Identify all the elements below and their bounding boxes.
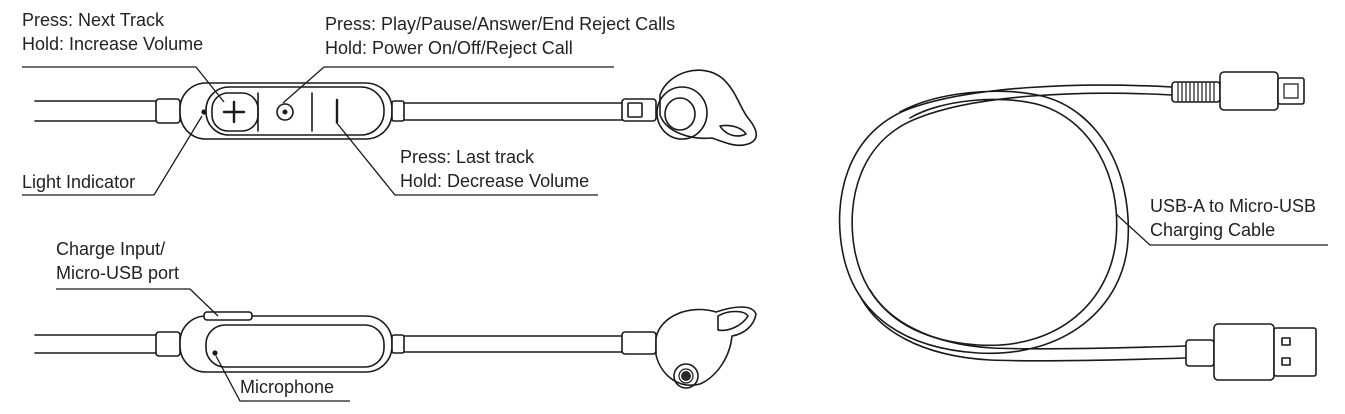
earbud-bottom xyxy=(655,306,757,389)
play-pause-label: Press: Play/Pause/Answer/End Reject Call… xyxy=(325,12,675,60)
remote-top-assembly xyxy=(34,69,758,147)
microphone-label: Microphone xyxy=(240,377,335,397)
plus-icon xyxy=(211,92,259,132)
light-indicator-label: Light Indicator xyxy=(22,172,136,192)
last-track-hold: Hold: Decrease Volume xyxy=(400,171,590,191)
earbud-top xyxy=(656,69,758,147)
usb-cable-label: USB-A to Micro-USB Charging Cable xyxy=(1150,194,1316,242)
micro-usb-connector xyxy=(1171,71,1305,111)
charge-input-line2: Micro-USB port xyxy=(56,263,180,283)
next-track-press: Press: Next Track xyxy=(22,10,165,30)
charge-input-line1: Charge Input/ xyxy=(56,239,166,259)
last-track-press: Press: Last track xyxy=(400,147,535,167)
next-track-hold: Hold: Increase Volume xyxy=(22,34,204,54)
usb-a-connector xyxy=(1185,323,1317,381)
usb-cable-line1: USB-A to Micro-USB xyxy=(1150,196,1317,216)
last-track-label: Press: Last track Hold: Decrease Volume xyxy=(400,145,589,193)
play-pause-press: Press: Play/Pause/Answer/End Reject Call… xyxy=(325,14,676,34)
play-pause-hold: Hold: Power On/Off/Reject Call xyxy=(325,38,573,58)
circle-icon xyxy=(276,103,294,121)
remote-bottom-assembly xyxy=(34,306,757,389)
next-track-label: Press: Next Track Hold: Increase Volume xyxy=(22,8,203,56)
usb-cable xyxy=(838,71,1317,381)
charge-input-label: Charge Input/ Micro-USB port xyxy=(56,237,179,285)
callout-lines xyxy=(22,66,1328,402)
usb-cable-line2: Charging Cable xyxy=(1150,220,1276,240)
